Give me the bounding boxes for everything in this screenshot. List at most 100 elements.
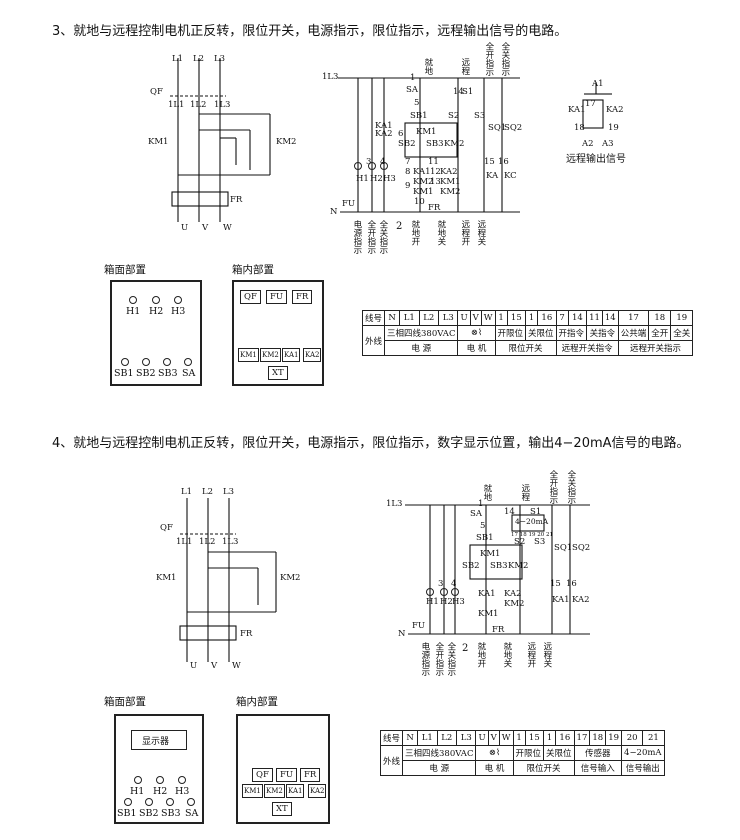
s3-node-13: 13 [430,177,441,187]
s3-bottom-close-ind: 全关指示 [377,220,388,254]
s4-s1: S1 [530,507,542,517]
s3-s2: S2 [448,111,460,121]
s4-inside-xt: XT [272,802,292,816]
s3-table-cell: 全关 [670,325,694,341]
s3-node-9: 9 [405,181,411,191]
s4-breaker: QF [160,523,173,533]
s3-table-head: 线号 [361,310,386,326]
s4-table-cell: 限位开关 [512,760,575,776]
s4-face-h2: H2 [153,786,168,797]
s3-table-cell: 电 机 [457,340,496,356]
s4-sa: SA [470,509,482,519]
s3-h1: H1 [356,174,369,184]
s4-display: 显示器 [131,730,187,750]
s4-ka1: KA1 [478,589,496,599]
s3-ka: KA [486,171,499,181]
s4-h2-lamp [440,588,448,596]
s4-out-w: W [232,661,241,671]
s3-inside-ka1: KA1 [282,348,301,362]
s3-inside-fu: FU [266,290,288,304]
s4-km2-b: KM2 [504,599,525,609]
s3-table-cell: 18 [648,310,672,326]
s3-node-11: 11 [428,157,439,167]
s4-fuse: FU [412,621,426,631]
s3-ka2: KA2 [375,129,393,139]
s4-neutral: N [398,629,406,639]
s3-table-cell: 电 源 [384,340,459,356]
s3-face-sb2: SB2 [136,368,156,379]
motor-icon: ⊗⌇ [470,328,483,338]
s4-fr-c: FR [492,625,505,635]
s4-inside-km1: KM1 [242,784,263,798]
s3-table-cell: 1 [494,310,508,326]
s4-face-btn-sb2 [145,798,153,806]
s4-node-3: 3 [438,579,444,589]
s3-remote-18: 18 [574,123,585,133]
s4-face-lamp-h2 [156,776,164,784]
s3-table-cell: 远程开关指示 [617,340,694,356]
s4-km1: KM1 [156,573,177,583]
s4-inside-fr: FR [300,768,321,782]
s3-table-cell: 11 [586,310,603,326]
s3-table-row-numbers: 线号 N L1 L2 L3 U V W 1 15 1 16 7 14 11 14… [361,310,694,326]
s4-face-h3: H3 [175,786,190,797]
s3-node-10: 10 [414,197,425,207]
s3-node-6: 6 [398,129,404,139]
s3-remote-a3: A3 [602,139,614,149]
s4-table-cell: 19 [605,730,623,746]
s4-table-cell: L1 [417,730,438,746]
s3-km2-c: KM2 [444,139,465,149]
s4-table-head: 线号 [379,730,404,746]
s4-table-cell: 传感器 [573,745,623,761]
s3-fuse: FU [342,199,356,209]
s3-fr: FR [230,195,243,205]
s3-face-panel: H1 H2 H3 SB1 SB2 SB3 SA [110,280,202,386]
s4-table-cell: 21 [642,730,665,746]
s4-km1-b: KM1 [478,609,499,619]
s3-1l3: 1L3 [214,100,231,110]
s3-neutral: N [330,207,338,217]
section3-title: 3、就地与远程控制电机正反转，限位开关，电源指示，限位指示，远程输出信号的电路。 [52,24,568,39]
s4-table-row-desc: 外线 三相四线380VAC ⊗⌇ 开限位 关限位 传感器 4−20mA [379,745,665,776]
s3-km1-c: KM1 [416,127,437,137]
s4-phase-l2: L2 [202,487,214,497]
s4-table-cell: 20 [621,730,644,746]
s4-h2: H2 [440,597,453,607]
s3-num2: 2 [396,221,403,232]
s3-face-caption: 箱面部置 [104,264,146,276]
s3-motor-symbol-cell: ⊗⌇ [457,325,496,341]
s4-sq2: SQ2 [572,543,591,553]
s4-inside-fu: FU [276,768,298,782]
s4-table-cell: N [402,730,419,746]
s3-table-cell: 7 [555,310,569,326]
s3-table-cell: L3 [437,310,459,326]
s4-face-btn-sb3 [166,798,174,806]
s3-node-5: 5 [414,98,420,108]
s4-display-label: 显示器 [142,737,170,747]
s4-table-cell: 信号输出 [621,760,665,776]
s3-table-cell: N [384,310,401,326]
s3-table-cell: 三相四线380VAC [384,325,459,341]
s3-sb2: SB2 [398,139,416,149]
s3-h1-lamp [354,162,362,170]
s4-face-lamp-h3 [178,776,186,784]
s3-s3: S3 [474,111,486,121]
s3-inside-xt: XT [268,366,288,380]
s3-out-w: W [223,223,232,233]
section4-title: 4、就地与远程控制电机正反转，限位开关，电源指示，限位指示，数字显示位置，输出4… [52,436,690,451]
s4-table-cell: 信号输入 [573,760,623,776]
s4-table-cell: L3 [455,730,477,746]
s3-km1: KM1 [148,137,169,147]
s3-top-local: 就地 [422,58,433,75]
s4-face-panel: 显示器 H1 H2 H3 SB1 SB2 SB3 SA [114,714,204,824]
s3-km2: KM2 [276,137,297,147]
s4-node-15: 15 [550,579,561,589]
s3-wiring-table: 线号 N L1 L2 L3 U V W 1 15 1 16 7 14 11 14… [361,310,694,356]
s4-km1-c: KM1 [480,549,501,559]
s3-bottom-power: 电源指示 [351,220,362,254]
s4-table-cell: U [475,730,489,746]
s3-ka1: KA1 [375,121,393,131]
s4-table-cell: 电 机 [475,760,514,776]
s4-fr: FR [240,629,253,639]
